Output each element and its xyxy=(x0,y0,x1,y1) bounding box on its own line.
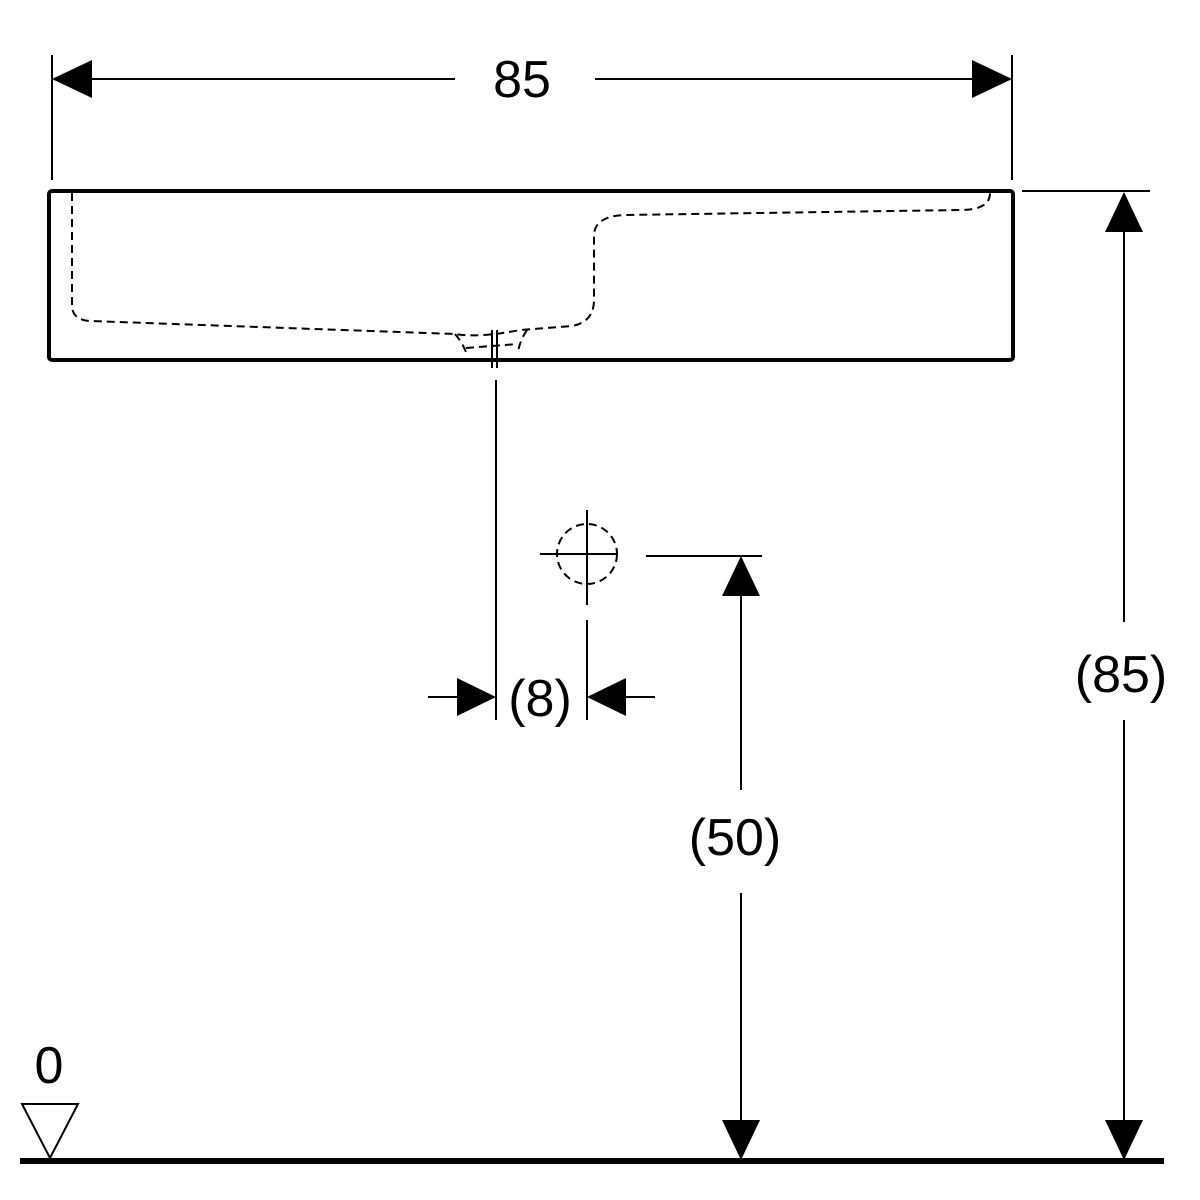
width-arrow-left xyxy=(52,60,92,98)
triangle-level-icon xyxy=(20,1103,80,1161)
drain-height-arrow-bottom xyxy=(722,1120,760,1160)
basin-outline xyxy=(47,189,1015,362)
circle-crosshair-icon xyxy=(540,510,618,720)
width-arrow-right xyxy=(972,60,1012,98)
overall-height-arrow-bottom xyxy=(1105,1120,1143,1160)
basin-inner-contour xyxy=(71,192,991,337)
floor-level-label: 0 xyxy=(35,1037,64,1095)
drain-height-dimension: (50) xyxy=(646,555,781,1160)
drain-height-label: (50) xyxy=(689,809,781,867)
overall-height-arrow-top xyxy=(1105,192,1143,232)
width-label: 85 xyxy=(493,51,551,109)
overall-height-dimension: (85) xyxy=(1022,190,1167,1160)
overall-height-label: (85) xyxy=(1075,646,1167,704)
offset-arrow-right xyxy=(587,678,626,716)
drain-outlet-left xyxy=(454,333,467,353)
drain-outlet-right xyxy=(517,329,528,353)
basin xyxy=(47,189,1015,368)
width-dimension: 85 xyxy=(51,51,1013,180)
floor-reference: 0 xyxy=(20,1037,1164,1164)
offset-dimension: (8) xyxy=(428,670,655,728)
offset-arrow-left xyxy=(457,678,496,716)
offset-label: (8) xyxy=(508,670,572,728)
drain-height-arrow-top xyxy=(722,556,760,596)
